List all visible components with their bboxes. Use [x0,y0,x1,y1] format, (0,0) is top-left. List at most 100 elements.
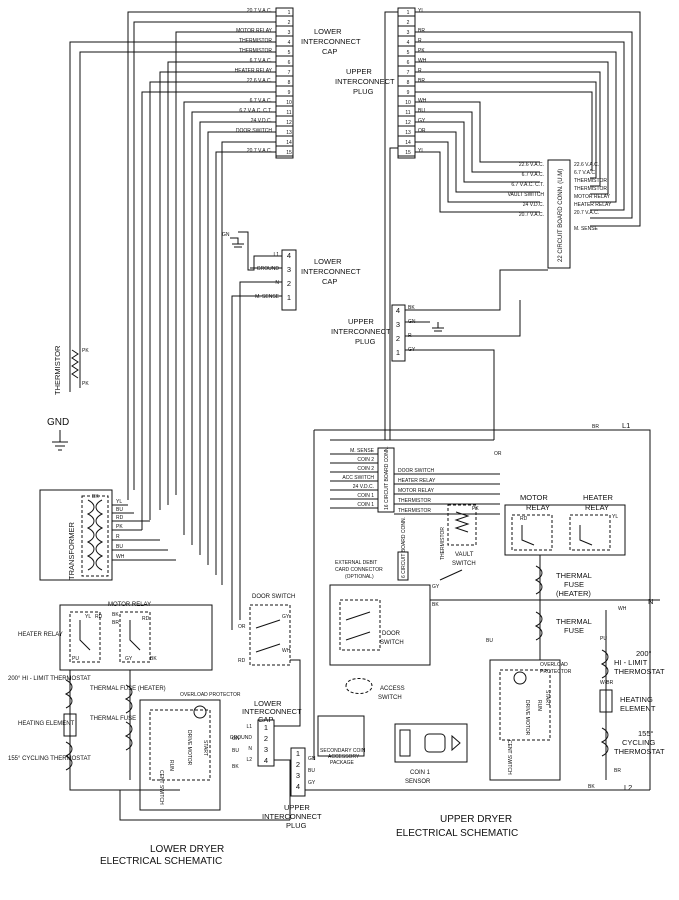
lower-fuse-heater: THERMAL FUSE (HEATER) [90,686,166,692]
lower-cap-pin: 2 [288,20,291,26]
lower-cap-bottom-label: N [248,746,252,752]
thermistor-left-wire-1: PK [82,348,89,354]
transformer-pin-right: YL [116,499,122,505]
vault-switch-1: VAULT [455,552,474,558]
lower-overload: OVERLOAD PROTECTOR [180,692,241,698]
lower-cap-bottom-wire: BK [232,764,239,770]
lower-drive-motor: OVERLOAD PROTECTOR RUN CENT SWITCH DRIVE… [119,692,290,821]
upper-plug-top-title-3: PLUG [353,87,374,96]
upper-wire-label: OR [494,451,502,457]
board-conn-16-label: 16 CIRCUIT BOARD CONN. [384,446,390,510]
upper-thermistor-vault: THERMISTOR VAULT SWITCH [439,504,477,581]
lower-cap-bottom-title-3: CAP [258,715,273,724]
board22-right-label: M. SENSE [574,226,599,232]
upper-plug-mid-title-2: INTERCONNECT [331,327,391,336]
lower-cap-bottom-pin: 4 [264,756,268,765]
upper-fuse-2: FUSE [564,626,584,635]
lower-cap-row-label: 6.7 V.A.C. C.T. [239,108,272,114]
transformer-pin-right: BU [116,544,123,550]
upper-plug-pin: 7 [407,70,410,76]
upper-element-1: HEATING [620,695,653,704]
door-switch-lower-wire: RD [238,658,246,664]
upper-overload-1: OVERLOAD [540,662,568,668]
board22-right-label: MOTOR RELAY [574,194,611,200]
upper-fuse-heater-1: THERMAL [556,571,592,580]
door-switch-lower-wire: OR [238,624,246,630]
board22-right-label: HEATER RELAY [574,202,612,208]
upper-heater-relay-2: RELAY [585,503,609,512]
board16-left: ACC SWITCH [342,475,374,481]
lower-cap-mid-pin: 2 [287,279,291,288]
lower-title-2: ELECTRICAL SCHEMATIC [100,856,222,867]
lower-element: HEATING ELEMENT [18,721,75,727]
lower-cap-mid-title-1: LOWER [314,257,342,266]
lower-relay-wire: BK [112,612,119,618]
lower-cap-row-label: 20.7 V.A.C. [247,148,272,154]
gnd-label: GND [47,417,69,428]
upper-plug-bottom-title-1: UPPER [284,803,310,812]
lower-cap-pin: 1 [288,10,291,16]
lower-cap-bottom-title-1: LOWER [254,699,282,708]
lower-cap-mid-label: N [275,280,279,286]
board16-right: THERMISTOR [398,508,431,514]
upper-section-frame: L1 N L2 [300,421,660,792]
access-switch-1: ACCESS [380,686,405,692]
lower-cap-row-label: 22.6 V.A.C. [247,78,272,84]
gnd-symbol: GND [47,417,69,451]
upper-wire-label: BK [432,602,439,608]
upper-plug-pin: 4 [407,40,410,46]
board16-left: COIN 2 [357,466,374,472]
upper-motor-relay-1: MOTOR [520,493,548,502]
board22-right-label: 6.7 V.A.C. [574,170,596,176]
board16-left: COIN 1 [357,493,374,499]
upper-heater-relay-1: HEATER [583,493,613,502]
upper-plug-bottom-wire: GN [308,756,316,762]
upper-wire-label: YL [612,514,618,520]
upper-plug-bottom-pin: 3 [296,771,300,780]
lower-hi-limit: 200° HI - LIMIT THERMOSTAT [8,676,91,682]
lower-motor-cent: CENT SWITCH [158,770,164,805]
lower-relay-wire: RD [95,614,103,620]
board-small: 6 CIRCUIT BOARD CONN. [401,517,407,578]
upper-motor-start: START [544,690,550,706]
upper-wire-label: PK [472,506,479,512]
upper-l2: L2 [624,783,632,792]
thermistor-left-label: THERMISTOR [53,345,62,395]
upper-l1: L1 [622,421,630,430]
lower-cap-bottom-pin: 3 [264,745,268,754]
ext-card-3: (OPTIONAL) [345,574,374,580]
upper-plug-pin: 8 [407,80,410,86]
lower-cap-bottom-label: L1 [246,724,252,730]
door-switch-lower-wire: GY [282,614,290,620]
upper-fuse-heater-2: FUSE [564,580,584,589]
lower-cap-bottom-pin: 2 [264,734,268,743]
lower-cap-pin: 10 [286,100,292,106]
board22-left-label: 20.7 V.A.C. [519,212,544,218]
upper-element-2: ELEMENT [620,704,656,713]
lower-motor-drive: DRIVE MOTOR [186,730,192,766]
board16-right: DOOR SWITCH [398,468,434,474]
upper-plug-pin: 14 [405,140,411,146]
secondary-1: SECONDARY COIN [320,748,366,754]
upper-plug-bottom-pin: 4 [296,782,300,791]
transformer-pin-right: WH [116,554,125,560]
upper-plug-mid-title-1: UPPER [348,317,374,326]
lower-cap-row-label: MOTOR RELAY [236,28,273,34]
access-switch-2: SWITCH [378,695,402,701]
transformer-pin-left: BK [92,494,99,500]
upper-plug-mid-wire: BK [408,305,415,311]
heater-relay-lower-1: HEATER RELAY [18,632,63,638]
upper-plug-bottom-wire: GY [308,780,316,786]
upper-plug-pin: 5 [407,50,410,56]
lower-cap-row-label: 20.7 V.A.C. [247,8,272,14]
upper-drive-motor: OVERLOAD PROTECTOR RUN CENT SWITCH START… [489,659,572,781]
lower-cap-row-label: THERMISTOR [239,48,272,54]
upper-thermistor: THERMISTOR [440,527,446,560]
board22-left-label: 22.6 V.A.C. [519,162,544,168]
board22-right-label: THERMISTOR [574,178,607,184]
